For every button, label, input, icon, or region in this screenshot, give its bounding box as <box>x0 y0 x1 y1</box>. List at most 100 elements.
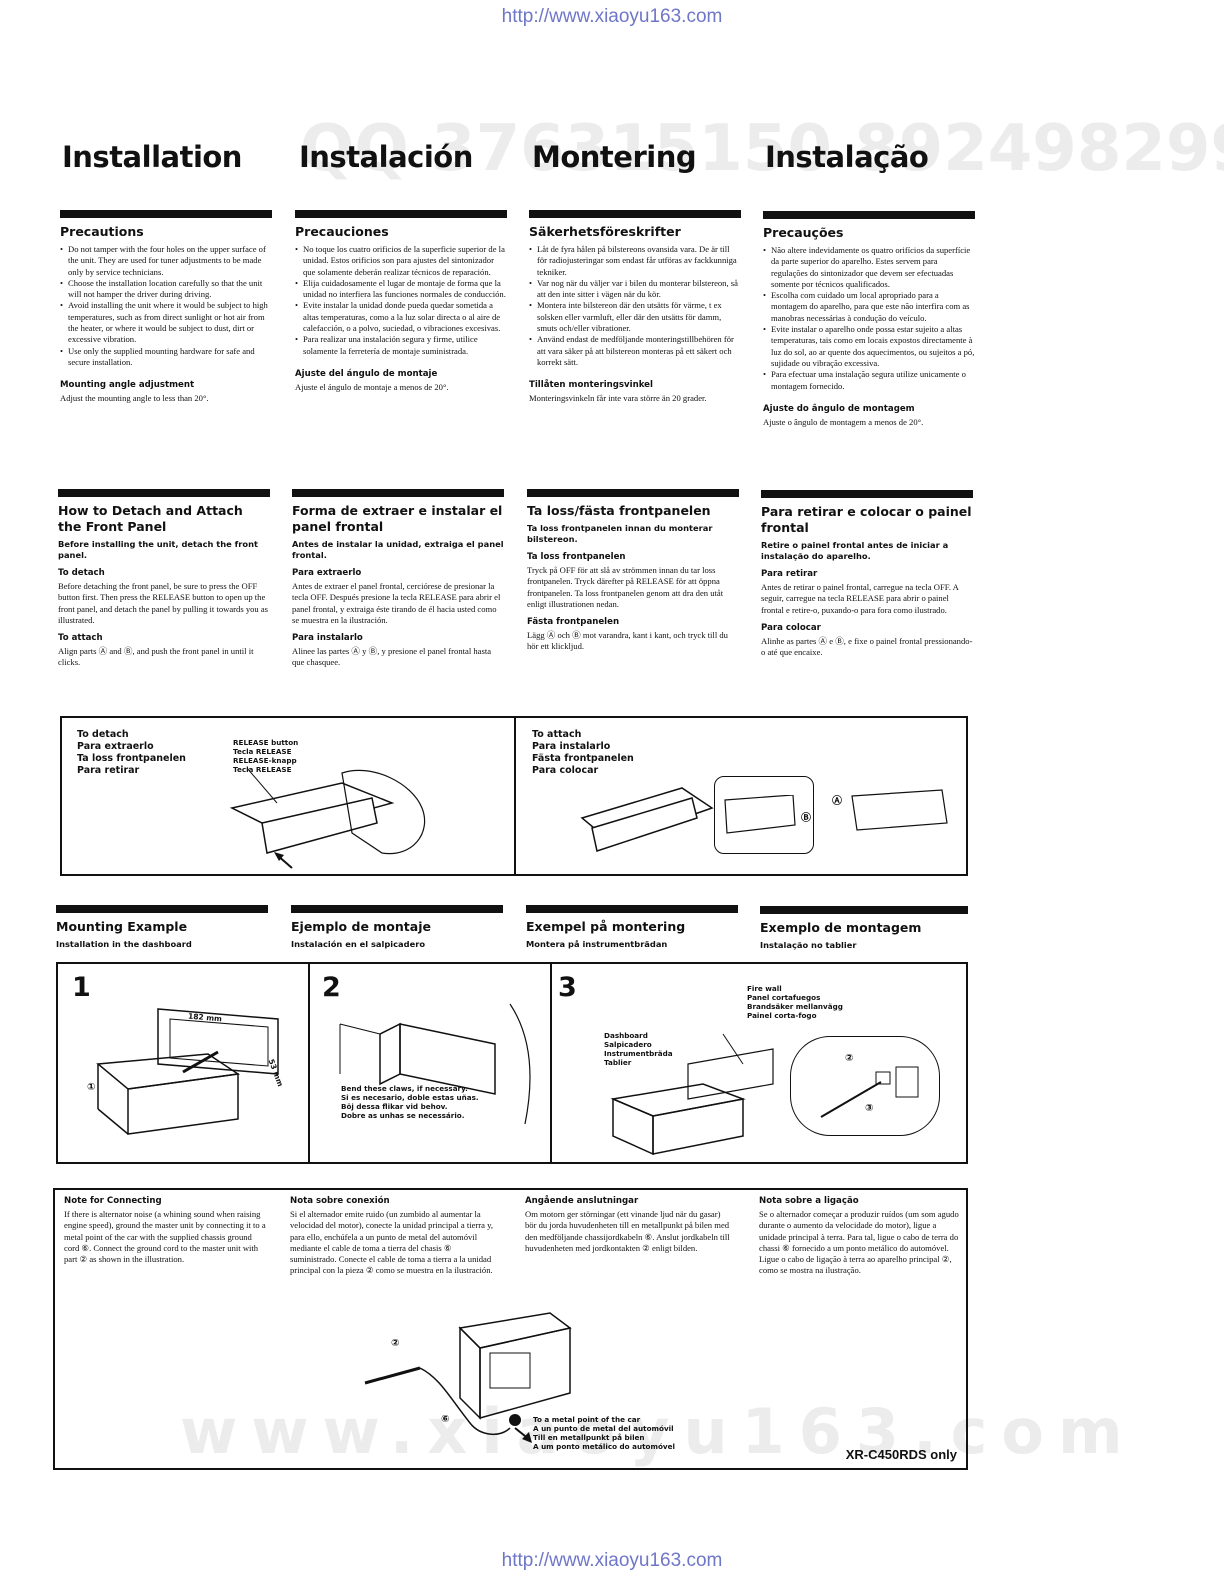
list-item: Elija cuidadosamente el lugar de montaje… <box>295 278 507 301</box>
mounting-pt: Exemplo de montagem Instalação no tablie… <box>760 906 968 954</box>
detail-circle: Ⓑ <box>714 776 814 854</box>
footer-url[interactable]: http://www.xiaoyu163.com <box>501 1550 723 1571</box>
detach-attach-figure: To detach Para extraerlo Ta loss frontpa… <box>60 716 968 876</box>
note-sv: Angående anslutningar Om motorn ger stör… <box>525 1196 730 1254</box>
section-rule <box>527 489 739 497</box>
front-panel <box>591 797 698 852</box>
subheading: Ajuste del ángulo de montaje <box>295 368 438 379</box>
paragraph: Alinhe as partes Ⓐ e Ⓑ, e fixe o painel … <box>761 635 973 658</box>
precautions-heading: Precauções <box>763 225 844 240</box>
arrow-head <box>274 852 284 861</box>
list-item: Use only the supplied mounting hardware … <box>60 346 272 369</box>
label: Para colocar <box>532 765 599 776</box>
front-panel <box>261 797 378 854</box>
paragraph: Se o alternador começar a produzir ruído… <box>759 1209 959 1276</box>
panel-en: How to Detach and Attach the Front Panel… <box>58 489 270 669</box>
precautions-heading: Precautions <box>60 224 144 239</box>
panel-es: Forma de extraer e instalar el panel fro… <box>292 489 504 669</box>
list-item: Escolha com cuidado um local apropriado … <box>763 290 975 324</box>
note-heading: Nota sobre a ligação <box>759 1196 859 1206</box>
section-rule <box>291 905 503 913</box>
mounting-sub: Montera på instrumentbrädan <box>526 939 668 949</box>
insert-arrow <box>182 1050 219 1074</box>
section-rule <box>529 210 741 218</box>
bend-note: Bend these claws, if necessary. Si es ne… <box>341 1084 479 1120</box>
label: Panel cortafuegos <box>747 993 821 1002</box>
list-item: Montera inte bilstereon där den utsätts … <box>529 300 741 334</box>
precautions-es: Precauciones No toque los cuatro orifici… <box>295 210 507 393</box>
note-es: Nota sobre conexión Si el alternador emi… <box>290 1196 495 1277</box>
label: Instrumentbräda <box>604 1049 673 1058</box>
unit-side <box>652 1098 744 1155</box>
precautions-sv: Säkerhetsföreskrifter Låt de fyra hålen … <box>529 210 741 405</box>
step2-illustration <box>339 1003 531 1125</box>
note-heading: Note for Connecting <box>64 1196 162 1206</box>
frame-opening <box>169 1018 269 1067</box>
note-pt: Nota sobre a ligação Se o alternador com… <box>759 1196 964 1277</box>
mounting-es: Ejemplo de montaje Instalación en el sal… <box>291 905 503 953</box>
label: Dobre as unhas se necessário. <box>341 1111 465 1120</box>
screw-detail <box>820 1066 919 1118</box>
panel-detail <box>724 795 796 834</box>
precautions-list: Låt de fyra hålen på bilstereons ovansid… <box>529 244 741 368</box>
release-labels: RELEASE button Tecla RELEASE RELEASE-kna… <box>233 738 298 774</box>
list-item: Använd endast de medföljande monteringst… <box>529 334 741 368</box>
label: To a metal point of the car <box>533 1415 641 1424</box>
panel-pt: Para retirar e colocar o painel frontal … <box>761 490 973 658</box>
nut <box>875 1071 891 1085</box>
note-heading: Angående anslutningar <box>525 1196 639 1206</box>
precautions-pt: Precauções Não altere indevidamente os q… <box>763 211 975 428</box>
header-url[interactable]: http://www.xiaoyu163.com <box>501 6 723 27</box>
part-label-2: ② <box>845 1053 854 1064</box>
subheading: To detach <box>58 568 105 578</box>
section-rule <box>292 489 504 497</box>
paragraph: Om motorn ger störningar (ett vinande lj… <box>525 1209 730 1253</box>
precautions-list: Não altere indevidamente os quatro orifí… <box>763 245 975 392</box>
label: Ta loss frontpanelen <box>77 753 186 764</box>
label: A um ponto metálico do automóvel <box>533 1442 675 1451</box>
paragraph: If there is alternator noise (a whining … <box>64 1209 266 1265</box>
step-divider <box>550 964 552 1162</box>
part-label-1: ① <box>87 1082 96 1093</box>
label: Tecla RELEASE <box>233 765 292 774</box>
list-item: Var nog när du väljer var i bilen du mon… <box>529 278 741 301</box>
step1-illustration <box>96 1008 279 1135</box>
paragraph: Align parts Ⓐ and Ⓑ, and push the front … <box>58 646 254 668</box>
connector <box>489 1352 531 1389</box>
dashboard-outline <box>339 1023 381 1074</box>
title-sv: Montering <box>532 140 697 174</box>
part-label-2: ② <box>391 1338 400 1349</box>
section-rule <box>295 210 507 218</box>
model-note: XR-C450RDS only <box>845 1447 957 1462</box>
dashboard-labels: Dashboard Salpicadero Instrumentbräda Ta… <box>604 1031 673 1067</box>
label: Tablier <box>604 1058 632 1067</box>
screw <box>364 1366 421 1385</box>
subheading: Fästa frontpanelen <box>527 617 620 628</box>
precautions-list: No toque los cuatro orificios de la supe… <box>295 244 507 357</box>
mounting-sub: Installation in the dashboard <box>56 939 192 949</box>
mounting-frame <box>157 1008 279 1075</box>
hand-outline <box>341 769 426 855</box>
precautions-list: Do not tamper with the four holes on the… <box>60 244 272 368</box>
paragraph: Tryck på OFF för att slå av strömmen inn… <box>527 565 724 609</box>
note-en: Note for Connecting If there is alternat… <box>64 1196 269 1265</box>
attach-labels: To attach Para instalarlo Fästa frontpan… <box>532 729 634 777</box>
label: RELEASE-knapp <box>233 756 297 765</box>
mounting-sub: Instalación en el salpicadero <box>291 939 426 949</box>
leader-line <box>246 767 278 804</box>
mounting-en: Mounting Example Installation in the das… <box>56 905 268 953</box>
ground-terminal <box>509 1414 521 1426</box>
list-item: Para efectuar uma instalação segura util… <box>763 369 975 392</box>
panel-attach-detail <box>851 789 948 831</box>
list-item: Não altere indevidamente os quatro orifí… <box>763 245 975 290</box>
screw <box>820 1081 882 1118</box>
paragraph: Antes de retirar o painel frontal, carre… <box>761 582 959 615</box>
paragraph: Si el alternador emite ruido (un zumbido… <box>290 1209 493 1276</box>
section-rule <box>526 905 738 913</box>
label: Bend these claws, if necessary. <box>341 1084 468 1093</box>
mounting-heading: Mounting Example <box>56 919 188 934</box>
subheading: Ajuste do ângulo de montagem <box>763 403 915 414</box>
detail-illustration <box>724 795 796 834</box>
firewall-labels: Fire wall Panel cortafuegos Brandsäker m… <box>747 984 843 1020</box>
subheading: To attach <box>58 633 103 644</box>
